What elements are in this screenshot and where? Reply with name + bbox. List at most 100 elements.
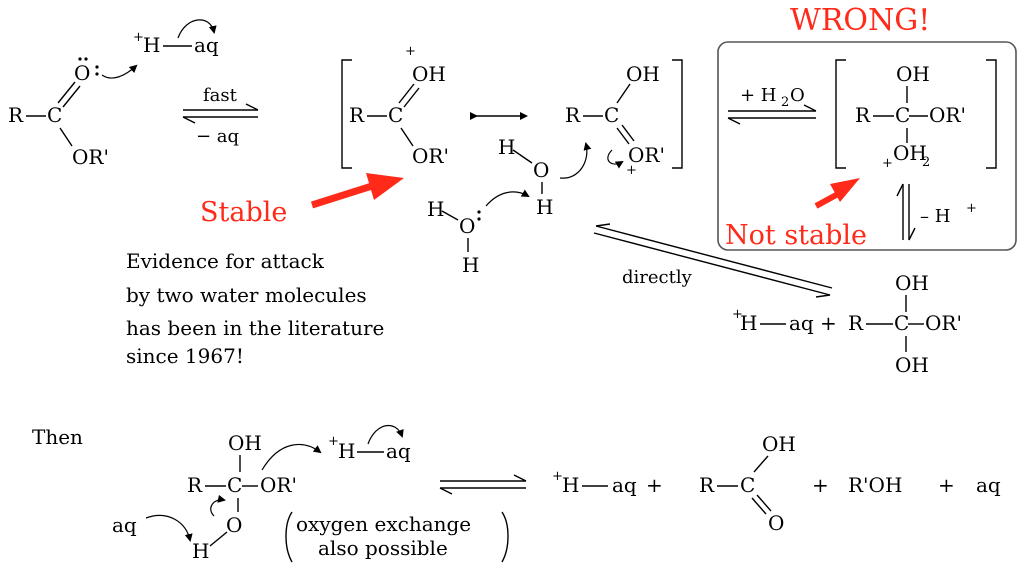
alcohol-product: R'OH xyxy=(848,473,902,497)
svg-text:– H: – H xyxy=(920,206,950,227)
tetrahedral-intermediate-then: OH R C OR' O H aq xyxy=(112,431,322,563)
equilibrium-arrow-then xyxy=(439,474,527,495)
atom-r: R xyxy=(565,103,581,127)
atom-or-prime: OR' xyxy=(412,144,449,168)
protonated-ester-2: R C OH OR' + xyxy=(565,62,665,178)
minus-aq-label: − aq xyxy=(196,126,239,147)
fast-label: fast xyxy=(203,85,238,106)
atom-h: H xyxy=(192,539,209,563)
stable-red-arrow xyxy=(310,173,404,209)
svg-text:+: + xyxy=(552,469,563,484)
curly-arrow-o-to-h xyxy=(101,64,138,79)
deprotonation-arrow: – H + xyxy=(896,183,977,241)
svg-text:oxygen exchange: oxygen exchange xyxy=(296,512,471,536)
aq-label: aq xyxy=(112,513,137,537)
atom-or-prime: OR' xyxy=(628,143,665,167)
svg-text:aq: aq xyxy=(386,439,411,463)
svg-text:also possible: also possible xyxy=(318,536,448,560)
atom-o: O xyxy=(768,511,784,535)
curly-arrow-water-to-h xyxy=(485,189,530,207)
atom-h-plus: H xyxy=(740,311,757,335)
svg-text:+: + xyxy=(966,201,977,216)
atom-o-carbonyl: O xyxy=(74,61,90,85)
atom-h-plus: H xyxy=(338,439,355,463)
resonance-bracket xyxy=(341,59,683,169)
atom-r: R xyxy=(187,473,203,497)
atom-o: O xyxy=(459,214,475,238)
hydronium-reagent-1: + H aq xyxy=(133,19,219,57)
svg-text:+: + xyxy=(328,434,339,449)
svg-text:+: + xyxy=(882,156,893,171)
ester-reactant: R C O OR' xyxy=(8,57,109,169)
svg-text:2: 2 xyxy=(781,95,789,110)
atom-r: R xyxy=(349,103,365,127)
atom-oh: OH xyxy=(412,62,446,86)
hydronium-reagent-2: + H aq xyxy=(328,425,411,463)
atom-oh2: OH xyxy=(893,141,927,165)
svg-text:+: + xyxy=(133,30,144,45)
atom-h: H xyxy=(498,135,515,159)
svg-text:+ H: + H xyxy=(740,85,777,106)
svg-text:+: + xyxy=(812,473,829,497)
not-stable-label: Not stable xyxy=(725,220,867,251)
atom-h: H xyxy=(462,253,479,277)
atom-c: C xyxy=(227,473,242,497)
then-label: Then xyxy=(32,425,83,449)
atom-c: C xyxy=(894,311,909,335)
svg-text:2: 2 xyxy=(922,155,930,170)
atom-or-prime: OR' xyxy=(260,473,297,497)
svg-text:since 1967!: since 1967! xyxy=(126,344,244,368)
atom-oh: OH xyxy=(626,62,660,86)
stable-label: Stable xyxy=(200,197,287,228)
atom-or-prime: OR' xyxy=(72,145,109,169)
atom-c: C xyxy=(388,103,403,127)
curly-arrow-aq-to-h xyxy=(145,514,193,542)
atom-oh: OH xyxy=(896,62,930,86)
atom-h-plus: H xyxy=(562,473,579,497)
atom-or-prime: OR' xyxy=(929,103,966,127)
equilibrium-arrow-1: fast − aq xyxy=(182,85,259,147)
not-stable-red-arrow xyxy=(814,178,860,209)
atom-h: H xyxy=(427,197,444,221)
atom-o: O xyxy=(533,158,549,182)
curly-arrow-or-to-h xyxy=(261,444,322,471)
svg-text:+: + xyxy=(732,307,743,322)
water-molecule-1: H O H xyxy=(498,135,592,219)
curly-arrow-water-to-c xyxy=(559,142,592,179)
svg-text:+: + xyxy=(938,473,955,497)
atom-oh: OH xyxy=(228,431,262,455)
curly-arrow-h-aq xyxy=(177,19,217,39)
atom-or-prime: OR' xyxy=(925,311,962,335)
atom-oh: OH xyxy=(762,432,796,456)
aq-label: aq xyxy=(194,33,219,57)
atom-c: C xyxy=(604,103,619,127)
direct-equilibrium-arrow: directly xyxy=(593,223,833,298)
atom-c: C xyxy=(895,103,910,127)
atom-r: R xyxy=(699,473,715,497)
svg-text:+: + xyxy=(626,163,637,178)
protonated-ester-1: R C + OH OR' xyxy=(349,44,449,168)
tetrahedral-product: + H aq + OH R C OR' OH xyxy=(732,271,962,377)
tetrahedral-bracket xyxy=(835,59,997,169)
svg-text:by two water molecules: by two water molecules xyxy=(126,283,367,307)
atom-oh: OH xyxy=(895,353,929,377)
protonated-tetrahedral-intermediate: OH R C OR' + OH 2 xyxy=(855,62,966,171)
svg-text:+: + xyxy=(405,44,416,59)
wrong-label: WRONG! xyxy=(790,3,930,38)
svg-text:+: + xyxy=(646,473,663,497)
wrong-pathway-box xyxy=(717,41,1017,251)
final-products: + H aq + R C OH O + R'OH + aq xyxy=(552,432,1001,535)
atom-oh: OH xyxy=(895,271,929,295)
svg-text:Evidence for attack: Evidence for attack xyxy=(126,249,325,273)
oxygen-exchange-note: oxygen exchange also possible xyxy=(285,511,509,563)
svg-text:has been in the literature: has been in the literature xyxy=(126,316,384,340)
atom-c: C xyxy=(47,103,62,127)
svg-text:aq: aq xyxy=(612,473,637,497)
atom-o: O xyxy=(226,513,242,537)
water-molecule-2: H O H xyxy=(427,189,530,277)
atom-h-plus: H xyxy=(143,33,160,57)
svg-text:O: O xyxy=(790,85,805,106)
directly-label: directly xyxy=(622,267,693,288)
atom-h: H xyxy=(536,195,553,219)
